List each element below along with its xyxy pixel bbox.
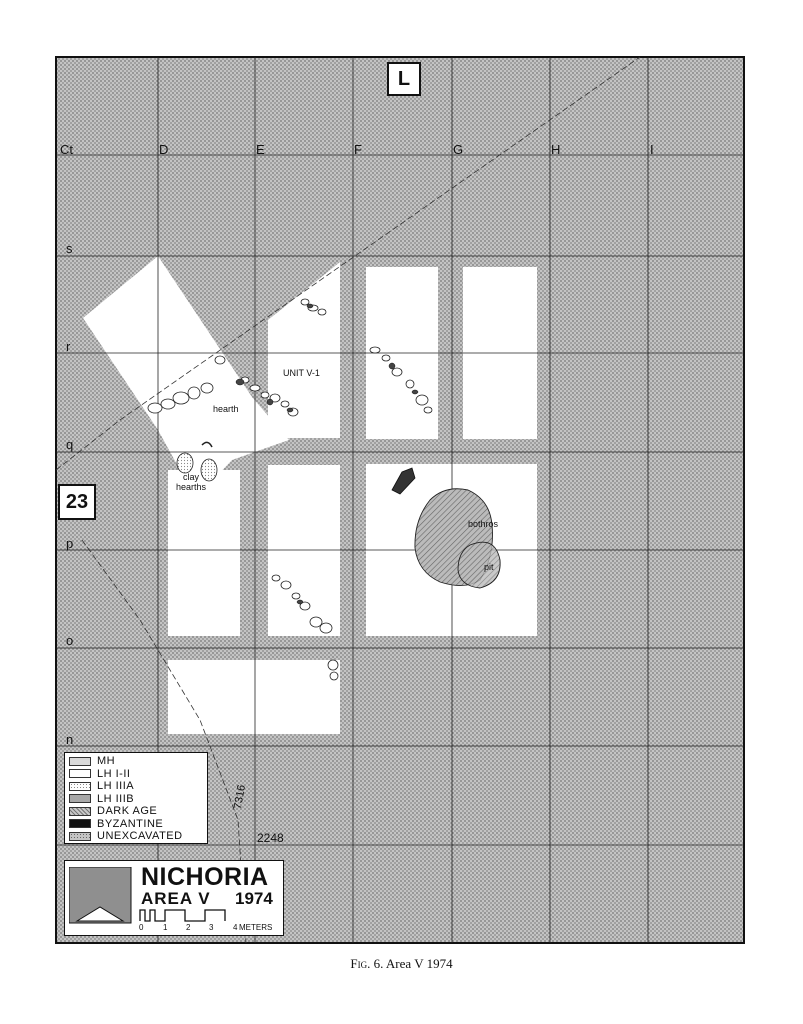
bothros-label: bothros bbox=[468, 519, 499, 529]
row-label-s: s bbox=[66, 241, 73, 256]
legend-item: BYZANTINE bbox=[69, 818, 163, 830]
legend-item: LH IIIB bbox=[69, 793, 134, 805]
legend-swatch-unexcavated bbox=[69, 831, 91, 841]
column-label-e: E bbox=[256, 142, 265, 157]
clay-label: clay bbox=[183, 472, 200, 482]
figure-caption: Fig. 6. Area V 1974 bbox=[0, 956, 803, 972]
title-block: NICHORIA AREA V 1974 0 1 2 3 4 METERS bbox=[64, 860, 284, 936]
legend-item: UNEXCAVATED bbox=[69, 830, 183, 842]
column-label-f: F bbox=[354, 142, 362, 157]
area-year: 1974 bbox=[235, 889, 273, 908]
scale-unit: METERS bbox=[239, 923, 273, 932]
north-marker: L bbox=[387, 62, 421, 96]
byzantine-feature bbox=[391, 467, 416, 495]
dark-stones bbox=[235, 303, 419, 605]
scale-bar bbox=[139, 909, 226, 922]
legend-item: MH bbox=[69, 755, 115, 767]
legend-label: DARK AGE bbox=[97, 805, 158, 817]
legend-swatch-lh-i-ii bbox=[69, 769, 91, 778]
legend-label: LH I-II bbox=[97, 767, 131, 780]
legend-swatch-byzantine bbox=[69, 819, 91, 828]
legend-swatch-lh-iiia bbox=[69, 781, 91, 791]
hearths-label: hearths bbox=[176, 482, 207, 492]
legend-label: BYZANTINE bbox=[97, 817, 164, 830]
legend-swatch-lh-iiib bbox=[69, 794, 91, 803]
row-label-n: n bbox=[66, 732, 74, 747]
column-label-i: I bbox=[650, 142, 654, 157]
caption-text: Area V 1974 bbox=[385, 956, 453, 971]
legend-label: LH IIIA bbox=[97, 780, 135, 792]
legend-item: DARK AGE bbox=[69, 805, 157, 817]
column-label-h: H bbox=[551, 142, 561, 157]
north-arrow-icon bbox=[69, 867, 132, 924]
unit-label: UNIT V-1 bbox=[283, 368, 320, 378]
scale-tick: 0 bbox=[139, 923, 144, 932]
pit bbox=[457, 541, 501, 589]
column-label-ct: Ct bbox=[60, 142, 73, 157]
trench-d-south bbox=[168, 470, 240, 636]
grid-lines bbox=[56, 57, 744, 943]
row-label-q: q bbox=[66, 437, 74, 452]
clay-hearth bbox=[200, 458, 218, 482]
survey-point-number: 2248 bbox=[257, 831, 284, 845]
legend-label: UNEXCAVATED bbox=[97, 830, 183, 842]
hearth-feature bbox=[201, 441, 213, 448]
trench-northwest bbox=[83, 256, 289, 480]
scale-tick: 2 bbox=[186, 923, 191, 932]
site-name: NICHORIA bbox=[141, 863, 269, 891]
row-label-r: r bbox=[66, 339, 71, 354]
caption-prefix: Fig. 6. bbox=[350, 956, 384, 971]
legend-item: LH I-II bbox=[69, 768, 130, 780]
legend-swatch-dark-age bbox=[69, 806, 91, 816]
legend: MH LH I-II LH IIIA LH IIIB DARK AGE BYZA… bbox=[64, 752, 208, 844]
scale-tick: 1 bbox=[163, 923, 168, 932]
trench-e-south bbox=[268, 465, 340, 636]
grid-square-label: 23 bbox=[58, 484, 96, 520]
pit-label: pit bbox=[484, 562, 494, 572]
scale-tick: 3 bbox=[209, 923, 214, 932]
legend-item: LH IIIA bbox=[69, 780, 134, 792]
legend-swatch-mh bbox=[69, 756, 91, 766]
column-label-d: D bbox=[159, 142, 169, 157]
row-label-p: p bbox=[66, 536, 74, 551]
area-name: AREA V bbox=[141, 889, 211, 908]
clay-hearth bbox=[176, 452, 194, 474]
legend-label: MH bbox=[97, 755, 116, 767]
legend-label: LH IIIB bbox=[97, 792, 135, 805]
hearth-label: hearth bbox=[213, 404, 239, 414]
column-label-g: G bbox=[453, 142, 464, 157]
row-label-o: o bbox=[66, 633, 74, 648]
trench-unit-v1 bbox=[268, 262, 340, 438]
survey-line-diagonal bbox=[55, 56, 641, 471]
trench-bottom bbox=[168, 660, 340, 734]
clay-hearths-label: clay hearths bbox=[176, 472, 206, 492]
wall-stones bbox=[147, 298, 433, 681]
scale-tick: 4 bbox=[233, 923, 238, 932]
